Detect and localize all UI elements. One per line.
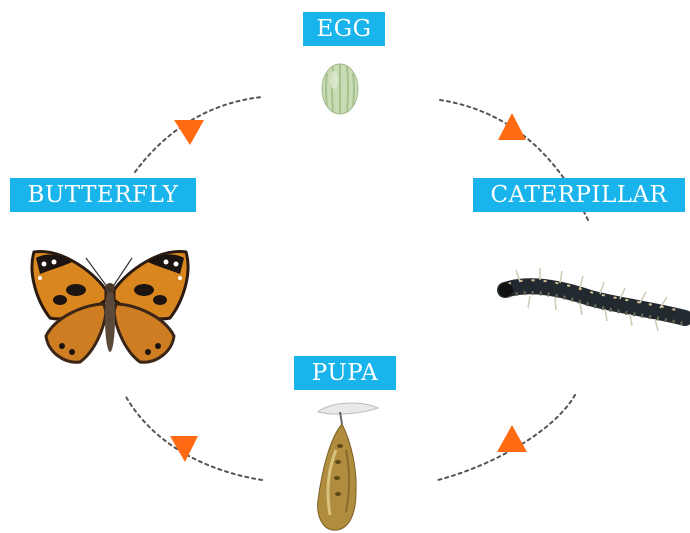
butterfly-icon xyxy=(32,252,188,363)
arrow-butterfly-to-egg xyxy=(174,120,204,145)
path-butterfly-to-egg xyxy=(135,97,262,172)
stage-label-egg: EGG xyxy=(303,12,385,46)
egg-icon xyxy=(322,64,358,114)
stage-label-pupa: PUPA xyxy=(294,356,396,390)
stage-label-caterpillar: CATERPILLAR xyxy=(473,178,685,212)
arrow-caterpillar-to-pupa xyxy=(497,425,527,452)
pupa-icon xyxy=(318,403,378,530)
arrow-egg-to-caterpillar xyxy=(498,113,526,140)
stage-label-butterfly: BUTTERFLY xyxy=(10,178,196,212)
caterpillar-icon xyxy=(499,268,685,331)
